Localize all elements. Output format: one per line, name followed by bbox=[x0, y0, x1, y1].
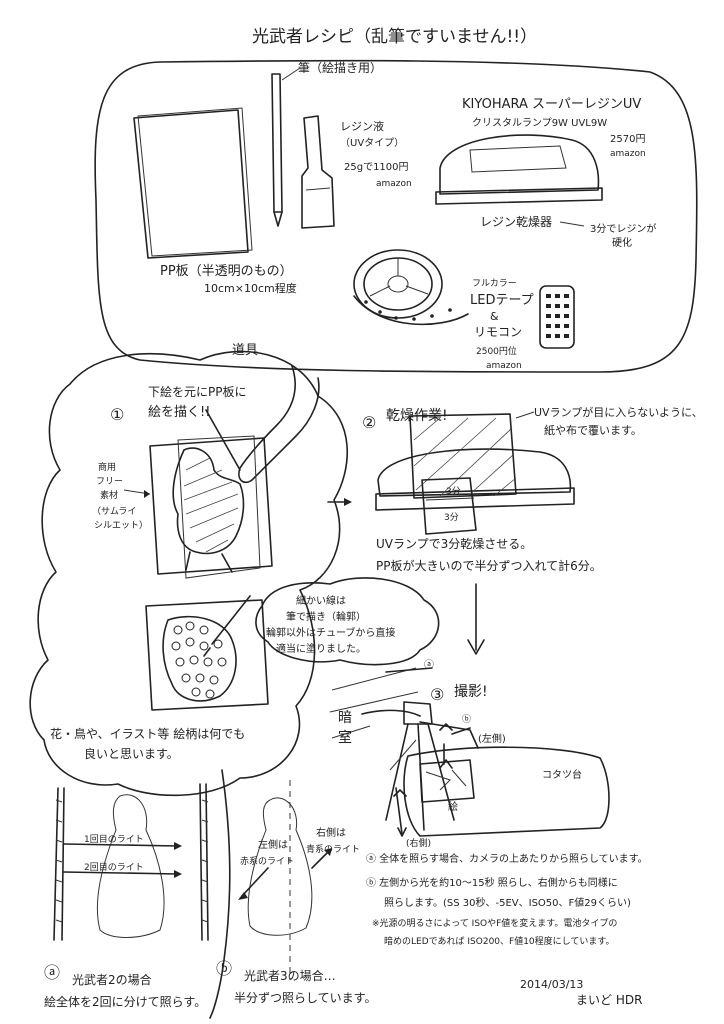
brush-note-4: 適当に塗りました。 bbox=[276, 642, 366, 655]
resin-price: 25gで1100円 bbox=[344, 162, 409, 173]
side-note-2: フリー bbox=[96, 477, 123, 487]
uv-lamp-brand: KIYOHARA スーパーレジンUV bbox=[462, 97, 641, 112]
step2-uv-note-1: UVランプが目に入らないように、 bbox=[534, 405, 703, 419]
step1-caption-1: 下絵を元にPP板に bbox=[148, 384, 246, 399]
dryer-note-1: 3分でレジンが bbox=[590, 222, 656, 235]
step1-number: ① bbox=[110, 405, 124, 424]
case-b-drawing bbox=[209, 769, 332, 1019]
step3-note-2: ⓑ 左側から光を約10〜15秒 照らし、右側からも同様に bbox=[366, 876, 618, 889]
step3-note-1: ⓐ 全体を照らす場合、カメラの上あたりから照らしています。 bbox=[366, 852, 648, 865]
pp-sheet-label: PP板（半透明のもの） bbox=[160, 264, 293, 279]
led-label-1: フルカラー bbox=[472, 278, 517, 289]
led-label-4: リモコン bbox=[474, 325, 522, 339]
kotatsu-label: コタツ台 bbox=[542, 768, 582, 781]
case-b-right-note-2: 青系のライト bbox=[306, 843, 360, 855]
case-b-caption-1: 光武者3の場合… bbox=[244, 968, 336, 983]
side-note-3: 素材 bbox=[100, 489, 118, 501]
resin-label: レジン液 bbox=[340, 119, 384, 133]
dark-room-label-1: 暗 bbox=[338, 710, 352, 726]
step3-right-side: (右側) bbox=[406, 837, 431, 849]
case-a-drawing bbox=[53, 783, 209, 941]
case-a-caption-1: 光武者2の場合 bbox=[72, 972, 152, 987]
resin-bottle-drawing bbox=[301, 115, 335, 229]
theme-note-2: 良いと思います。 bbox=[84, 746, 179, 761]
brush-note-3: 輪郭以外はチューブから直接 bbox=[266, 626, 395, 639]
dark-room-scene bbox=[329, 667, 610, 837]
footer-date: 2014/03/13 bbox=[520, 978, 583, 991]
dark-room-label-2: 室 bbox=[338, 729, 352, 746]
step3-note-3: 照らします。(SS 30秒、-5EV、ISO50、F値29くらい) bbox=[384, 896, 631, 909]
led-label-3: & bbox=[490, 310, 499, 323]
case-b-left-note-1: 左側は bbox=[258, 838, 288, 851]
pp-board-samurai bbox=[149, 435, 273, 579]
step3-note-5: 暗めのLEDであれば ISO200、F値10程度にしています。 bbox=[384, 935, 615, 947]
step3-left-side: (左側) bbox=[478, 732, 506, 745]
uv-lamp-model: クリスタルランプ9W UVL9W bbox=[472, 117, 607, 129]
timer-label-1: 3分 bbox=[446, 486, 461, 497]
case-a-light1: 1回目のライト bbox=[84, 834, 144, 845]
pp-sheet-drawing bbox=[133, 107, 253, 259]
led-price: 2500円位 bbox=[476, 345, 517, 357]
case-a-caption-2: 絵全体を2回に分けて照らす。 bbox=[44, 994, 206, 1009]
step3-title: 撮影! bbox=[454, 683, 488, 700]
led-shop: amazon bbox=[486, 361, 522, 371]
side-note-4: （サムライ bbox=[92, 506, 136, 517]
side-note-1: 商用 bbox=[98, 461, 116, 473]
brush-label: 筆（絵描き用） bbox=[298, 60, 382, 75]
dryer-label: レジン乾燥器 bbox=[480, 215, 552, 229]
brush-note-1: 細かい線は bbox=[296, 594, 346, 607]
uv-lamp-price: 2570円 bbox=[610, 134, 645, 145]
step3-number: ③ bbox=[430, 685, 444, 704]
case-b-left-note-2: 赤系のライト bbox=[240, 856, 294, 867]
step3-b-marker: ⓑ bbox=[462, 714, 471, 725]
case-b-marker: ⓑ bbox=[216, 959, 232, 978]
dryer-note-2: 硬化 bbox=[612, 236, 632, 249]
art-label: 絵 bbox=[448, 800, 458, 813]
dryer-with-board bbox=[375, 413, 575, 535]
tools-label: 道具 bbox=[232, 343, 258, 358]
pp-sheet-size: 10cm×10cm程度 bbox=[204, 281, 297, 295]
case-a-light2: 2回目のライト bbox=[84, 862, 144, 873]
led-tape-drawing bbox=[353, 249, 469, 326]
footer-author: まいど HDR bbox=[576, 993, 642, 1007]
step2-number: ② bbox=[362, 413, 376, 432]
case-b-caption-2: 半分ずつ照らしています。 bbox=[234, 991, 376, 1005]
brush-note-2: 筆で描き（輪郭） bbox=[286, 610, 366, 623]
step1-cloud bbox=[29, 350, 348, 797]
theme-note-1: 花・鳥や、イラスト等 絵柄は何でも bbox=[50, 726, 245, 741]
case-b-right-note-1: 右側は bbox=[316, 826, 346, 839]
resin-shop: amazon bbox=[376, 179, 412, 189]
step3-a-marker: ⓐ bbox=[424, 659, 434, 671]
case-a-marker: ⓐ bbox=[44, 963, 60, 982]
side-note-5: シルエット） bbox=[94, 520, 148, 531]
resin-type: （UVタイプ） bbox=[340, 137, 404, 149]
uv-lamp-shop: amazon bbox=[610, 149, 646, 159]
step2-caption-1: UVランプで3分乾燥させる。 bbox=[376, 537, 532, 551]
brush-drawing bbox=[271, 73, 283, 227]
remote-drawing bbox=[539, 285, 575, 349]
tools-frame bbox=[94, 59, 698, 373]
step2-caption-2: PP板が大きいので半分ずつ入れて計6分。 bbox=[376, 558, 602, 573]
timer-label-2: 3分 bbox=[444, 512, 459, 523]
hand-drawing bbox=[238, 365, 320, 484]
led-label-2: LEDテープ bbox=[470, 293, 534, 308]
brush-note-bubble bbox=[255, 577, 440, 666]
resin-dryer-drawing bbox=[435, 134, 603, 205]
step3-note-4: ※光源の明るさによって ISOやF値を変えます。電池タイプの bbox=[372, 917, 617, 929]
step1-caption-2: 絵を描く!! bbox=[148, 405, 210, 420]
step2-uv-note-2: 紙や布で覆います。 bbox=[544, 423, 642, 437]
page-title: 光武者レシピ（乱筆ですいません!!） bbox=[252, 27, 537, 47]
pp-board-dots bbox=[145, 595, 269, 711]
